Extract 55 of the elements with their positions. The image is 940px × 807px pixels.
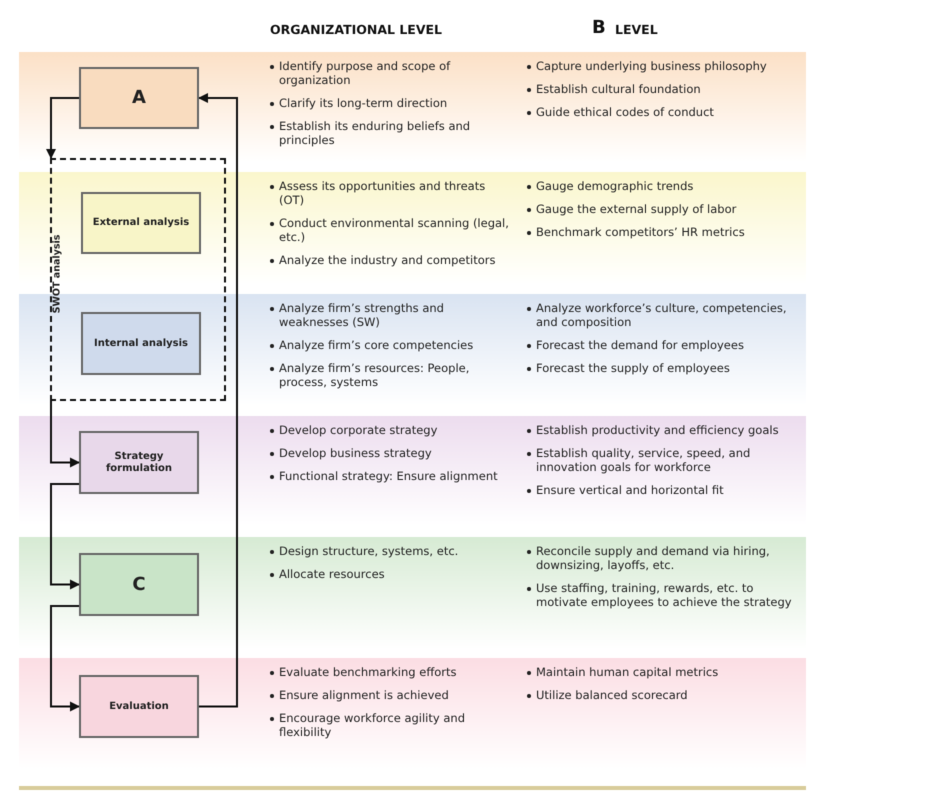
bullet-text: Analyze firm’s core competencies <box>279 338 474 352</box>
box-label: C <box>132 576 146 594</box>
box-label: Internal analysis <box>94 338 188 350</box>
bullet-text: Reconcile supply and demand via hiring, downsizing, layoffs, etc. <box>536 544 771 572</box>
bullet-text: Develop business strategy <box>279 446 433 460</box>
bullet-text: Assess its opportunities and threats (OT) <box>279 179 486 207</box>
bullet-text: Establish its enduring beliefs and principles <box>279 119 472 147</box>
bullet-text: Functional strategy: Ensure alignment <box>279 469 499 483</box>
process-box <box>79 67 199 129</box>
bullet-text: Clarify its long-term direction <box>279 96 448 110</box>
bullet-text: Gauge the external supply of labor <box>536 202 738 216</box>
bullet-text: Ensure alignment is achieved <box>279 688 450 702</box>
bullet-text: Allocate resources <box>279 567 386 581</box>
bullet-text: Establish quality, service, speed, and innovation goals for workforce <box>536 446 752 474</box>
arrow <box>198 93 238 708</box>
column-header: LEVEL <box>615 22 658 37</box>
dashed-group-box <box>50 158 226 401</box>
process-box <box>81 192 201 254</box>
process-box <box>79 431 199 494</box>
bullet-text: Evaluate benchmarking efforts <box>279 665 458 679</box>
box-label: Evaluation <box>109 700 169 712</box>
bullet-text: Design structure, systems, etc. <box>279 544 460 558</box>
arrow <box>50 605 80 712</box>
bullet-text: Establish productivity and efficiency goals <box>536 423 780 437</box>
bullet-text: Analyze firm’s strengths and weaknesses (SW) <box>279 301 445 329</box>
box-label: External analysis <box>92 217 190 229</box>
bullet-text: Identify purpose and scope of organization <box>279 59 452 87</box>
column-header: B <box>592 17 606 38</box>
bullet-text: Conduct environmental scanning (legal, etc.) <box>279 216 509 244</box>
bullet-text: Use staffing, training, rewards, etc. to motivate employees to achieve the strategy <box>536 581 793 609</box>
arrow <box>50 483 80 590</box>
bullet-text: Utilize balanced scorecard <box>536 688 689 702</box>
bullet-text: Forecast the demand for employees <box>536 338 745 352</box>
bullet-text: Maintain human capital metrics <box>536 665 720 679</box>
bullet-text: Encourage workforce agility and flexibility <box>279 711 466 739</box>
bullet-text: Gauge demographic trends <box>536 179 694 193</box>
bullet-text: Forecast the supply of employees <box>536 361 731 375</box>
process-box <box>79 553 199 616</box>
column-header: ORGANIZATIONAL LEVEL <box>270 22 442 37</box>
bullet-text: Analyze firm’s resources: People, process, systems <box>279 361 470 389</box>
arrow <box>46 97 79 159</box>
box-label: Strategy formulation <box>104 450 174 474</box>
bullet-text: Guide ethical codes of conduct <box>536 105 715 119</box>
bullet-text: Establish cultural foundation <box>536 82 702 96</box>
process-box <box>79 675 199 738</box>
bullet-text: Capture underlying business philosophy <box>536 59 768 73</box>
bullet-text: Develop corporate strategy <box>279 423 438 437</box>
process-box <box>81 312 201 375</box>
bullet-text: Analyze the industry and competitors <box>279 253 496 267</box>
group-label: SWOT analysis <box>51 234 64 314</box>
box-label: A <box>132 89 146 107</box>
bullet-text: Ensure vertical and horizontal fit <box>536 483 725 497</box>
bullet-text: Benchmark competitors’ HR metrics <box>536 225 746 239</box>
bullet-text: Analyze workforce’s culture, competencies, and composition <box>536 301 788 329</box>
arrow <box>50 401 80 468</box>
